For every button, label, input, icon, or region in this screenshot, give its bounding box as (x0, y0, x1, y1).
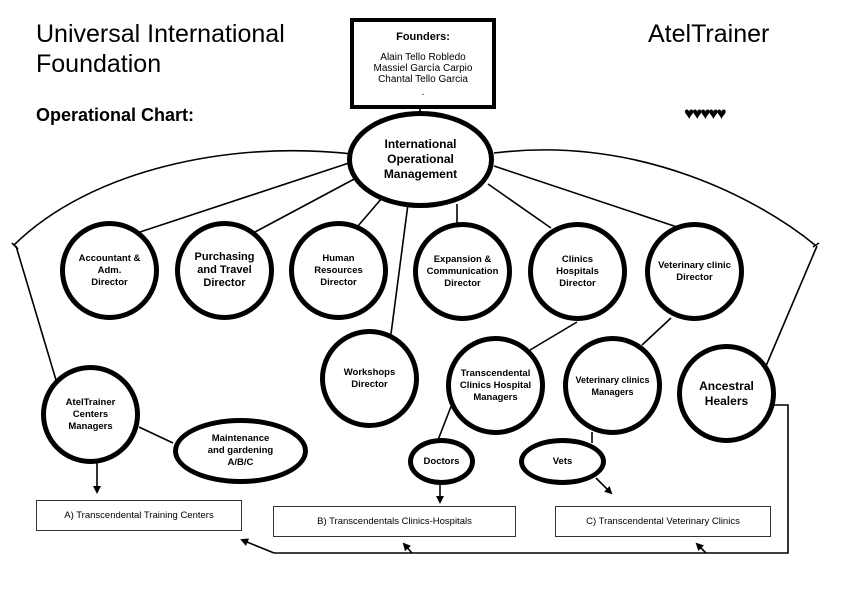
arc-left (13, 149, 353, 246)
node-label: Veterinary clinic Director (658, 259, 731, 283)
connector-mgmt-hr (357, 197, 383, 227)
arc-right (493, 149, 816, 246)
founders-box: Founders: Alain Tello Robledo Massiel Ga… (350, 18, 496, 109)
organization-title: Universal International Foundation (36, 20, 285, 78)
node-label: Maintenance and gardening A/B/C (207, 433, 274, 468)
tick-right (812, 242, 820, 248)
node-label: Human Resources Director (314, 252, 363, 288)
node-label: Purchasing and Travel Director (194, 251, 255, 289)
arrow-feedback-b (402, 542, 413, 554)
output-box-clinics-hospitals[interactable]: B) Transcendentals Clinics-Hospitals (273, 506, 516, 537)
output-label: B) Transcendentals Clinics-Hospitals (317, 516, 472, 527)
brand-title: AtelTrainer (648, 20, 770, 48)
node-workshops-director[interactable]: Workshops Director (320, 329, 419, 428)
node-purchasing-director[interactable]: Purchasing and Travel Director (175, 221, 274, 320)
node-maintenance-gardening[interactable]: Maintenance and gardening A/B/C (173, 418, 308, 484)
node-label: AtelTrainer Centers Managers (65, 396, 116, 432)
connector-mgmt-purchasing (254, 176, 359, 233)
node-label: Clinics Hospitals Director (556, 253, 599, 289)
founder-name: Massiel García Carpio (373, 63, 473, 74)
node-label: Veterinary clinics Managers (575, 374, 650, 397)
node-label: Ancestral Healers (699, 378, 754, 408)
node-label: Workshops Director (343, 366, 396, 390)
output-label: C) Transcendental Veterinary Clinics (586, 516, 740, 527)
node-label: Doctors (423, 455, 460, 467)
chart-subtitle: Operational Chart: (36, 105, 195, 125)
node-ancestral-healers[interactable]: Ancestral Healers (677, 344, 776, 443)
node-label: Accountant & Adm. Director (78, 252, 141, 288)
node-human-resources-director[interactable]: Human Resources Director (289, 221, 388, 320)
connector-healers-feedback (274, 404, 789, 554)
founder-name: Alain Tello Robledo (380, 52, 466, 63)
node-veterinary-clinic-director[interactable]: Veterinary clinic Director (645, 222, 744, 321)
node-international-operational-management[interactable]: International Operational Management (347, 111, 494, 208)
node-veterinary-clinics-managers[interactable]: Veterinary clinics Managers (563, 336, 662, 435)
connector-clinicsmgr-doctors (437, 403, 453, 441)
arrow-vets-c (595, 477, 613, 495)
node-ateltrainer-centers-managers[interactable]: AtelTrainer Centers Managers (41, 365, 140, 464)
connector-mgmt-clinics (487, 183, 552, 229)
node-expansion-communication-director[interactable]: Expansion & Communication Director (413, 222, 512, 321)
output-label: A) Transcendental Training Centers (64, 510, 214, 521)
founder-name: Chantal Tello Garcia (378, 74, 468, 85)
connector-centers-maintenance (138, 426, 174, 444)
node-label: Transcendental Clinics Hospital Managers (459, 367, 532, 403)
node-doctors[interactable]: Doctors (408, 438, 475, 485)
connector-arc-right-healers (765, 245, 818, 367)
founders-heading: Founders: (396, 31, 450, 43)
arrow-feedback-c (695, 542, 707, 554)
connector-mgmt-accountant (139, 161, 353, 233)
connector-arc-left-centers (15, 245, 57, 381)
connector-clinics-dir-mgr (529, 321, 578, 351)
node-label: Expansion & Communication Director (426, 253, 499, 289)
output-box-veterinary-clinics[interactable]: C) Transcendental Veterinary Clinics (555, 506, 771, 537)
node-label: International Operational Management (383, 137, 458, 181)
node-accountant-director[interactable]: Accountant & Adm. Director (60, 221, 159, 320)
hearts-decoration: ♥♥♥♥♥ (684, 104, 726, 123)
connector-vet-dir-mgr (641, 317, 672, 346)
node-clinics-hospital-managers[interactable]: Transcendental Clinics Hospital Managers (446, 336, 545, 435)
node-clinics-hospitals-director[interactable]: Clinics Hospitals Director (528, 222, 627, 321)
node-vets[interactable]: Vets (519, 438, 606, 485)
connector-mgmt-vet (493, 165, 684, 230)
output-box-training-centers[interactable]: A) Transcendental Training Centers (36, 500, 242, 531)
connector-mgmt-workshops (390, 203, 409, 335)
node-label: Vets (552, 455, 573, 467)
arrow-feedback-a (240, 538, 275, 554)
founders-trailing-mark: . (421, 87, 425, 98)
